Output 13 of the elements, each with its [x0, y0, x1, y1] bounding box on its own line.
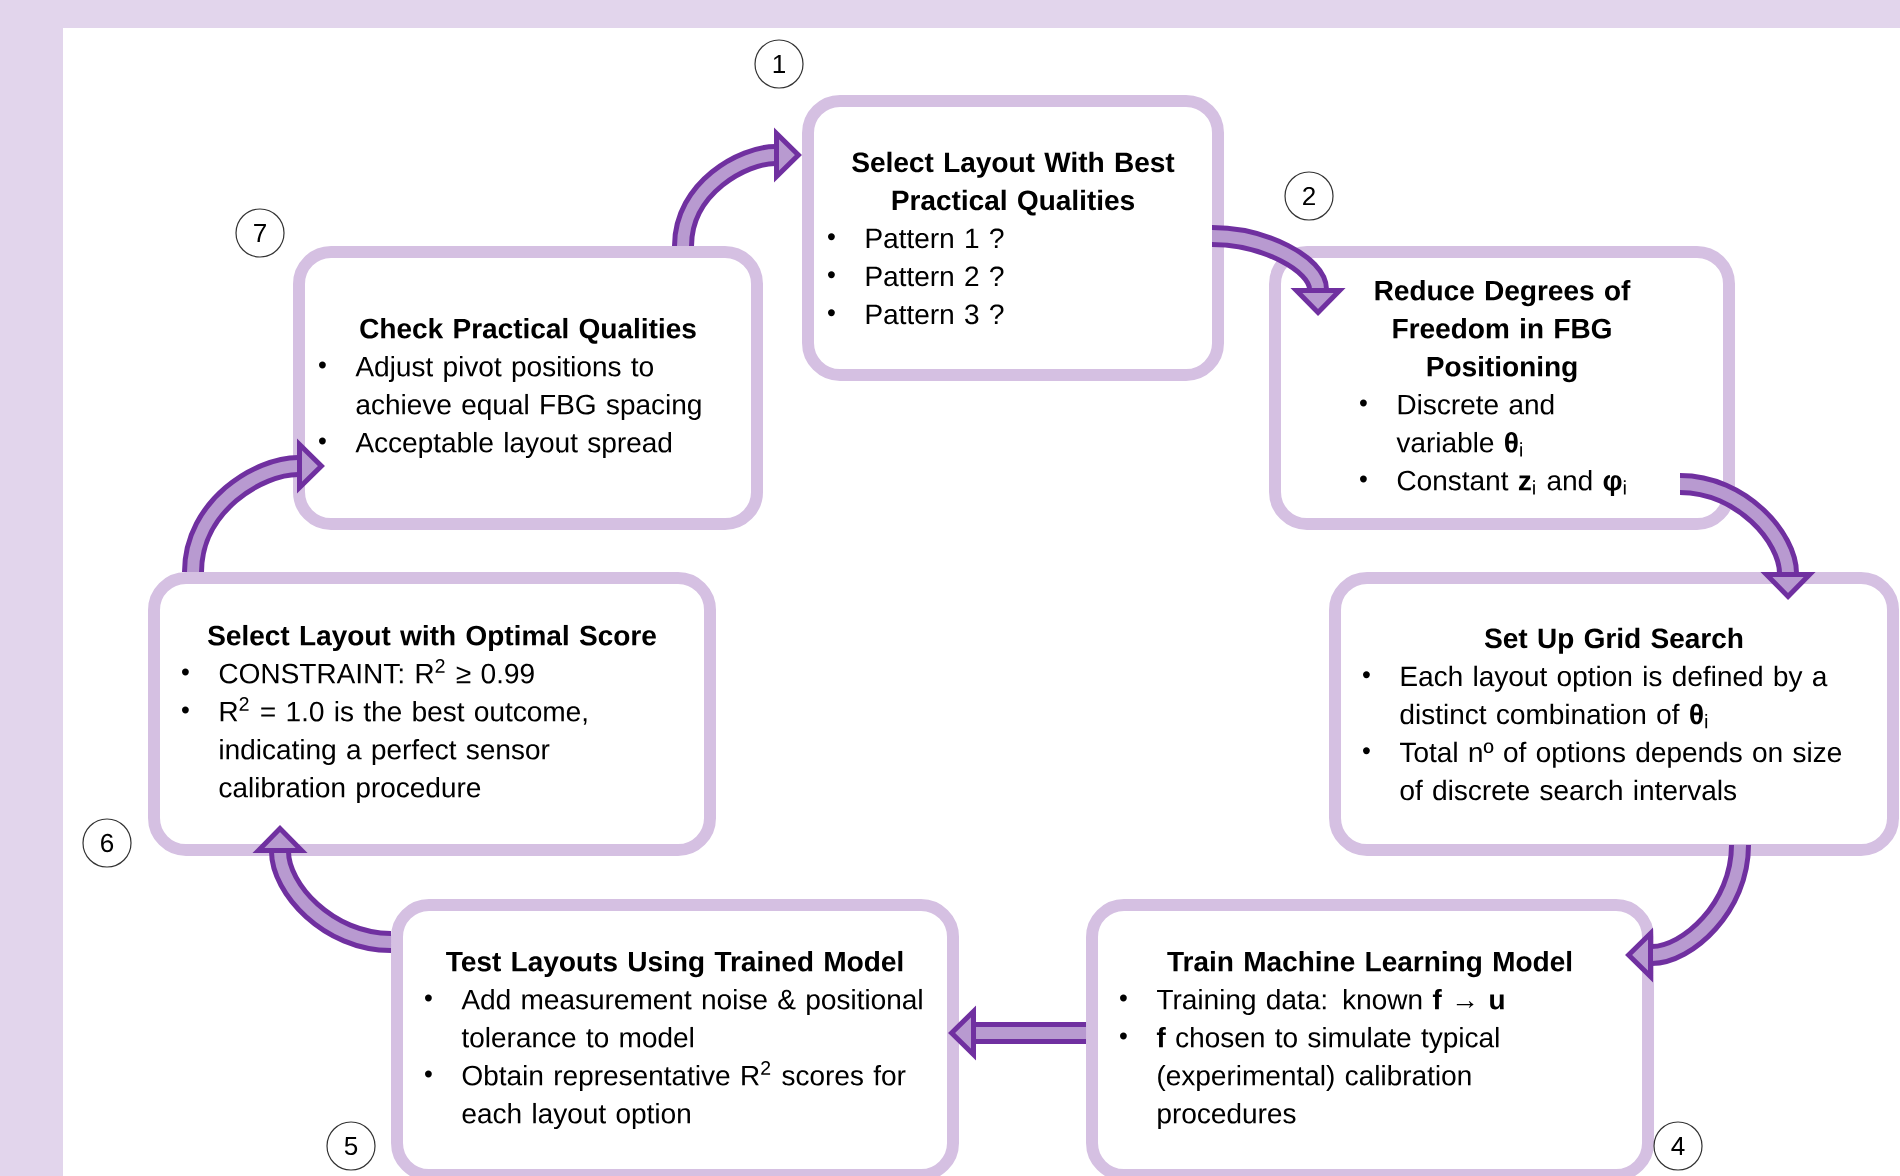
process-box: Test Layouts Using Trained Model Add measurement noise & positional tolerance to model Obtain representative R$^{2}$ scores for each layout option	[391, 899, 959, 1176]
process-box: Set Up Grid Search Each layout option is defined by a distinct combination of θ$_{i}$ Total nº of options depends on size of discrete search intervals	[1329, 572, 1899, 856]
process-box: Train Machine Learning Model Training data: known f → u f chosen to simulate typical (experimental) calibration procedures	[1086, 899, 1654, 1176]
callout-number: 2	[1284, 171, 1334, 221]
callout-number: 5	[326, 1121, 376, 1171]
process-box: Select Layout with Optimal Score CONSTRAINT: R$^{2}$ ≥ 0.99 R$^{2}$ = 1.0 is the best outcome, indicating a perfect sensor calibration procedure	[148, 572, 716, 856]
process-box: Reduce Degrees of Freedom in FBG Positioning Discrete and variable θ$_{i}$ Constant z$_{i}$ and φ$_{i}$	[1269, 246, 1735, 530]
callout-number: 7	[235, 208, 285, 258]
callout-number: 6	[82, 818, 132, 868]
process-box: Select Layout With Best Practical Qualities Pattern 1 ? Pattern 2 ? Pattern 3 ?	[802, 95, 1224, 381]
callout-number: 4	[1653, 1121, 1703, 1171]
process-box: Check Practical Qualities Adjust pivot positions to achieve equal FBG spacing Acceptable layout spread	[293, 246, 763, 530]
callout-number: 1	[754, 39, 804, 89]
